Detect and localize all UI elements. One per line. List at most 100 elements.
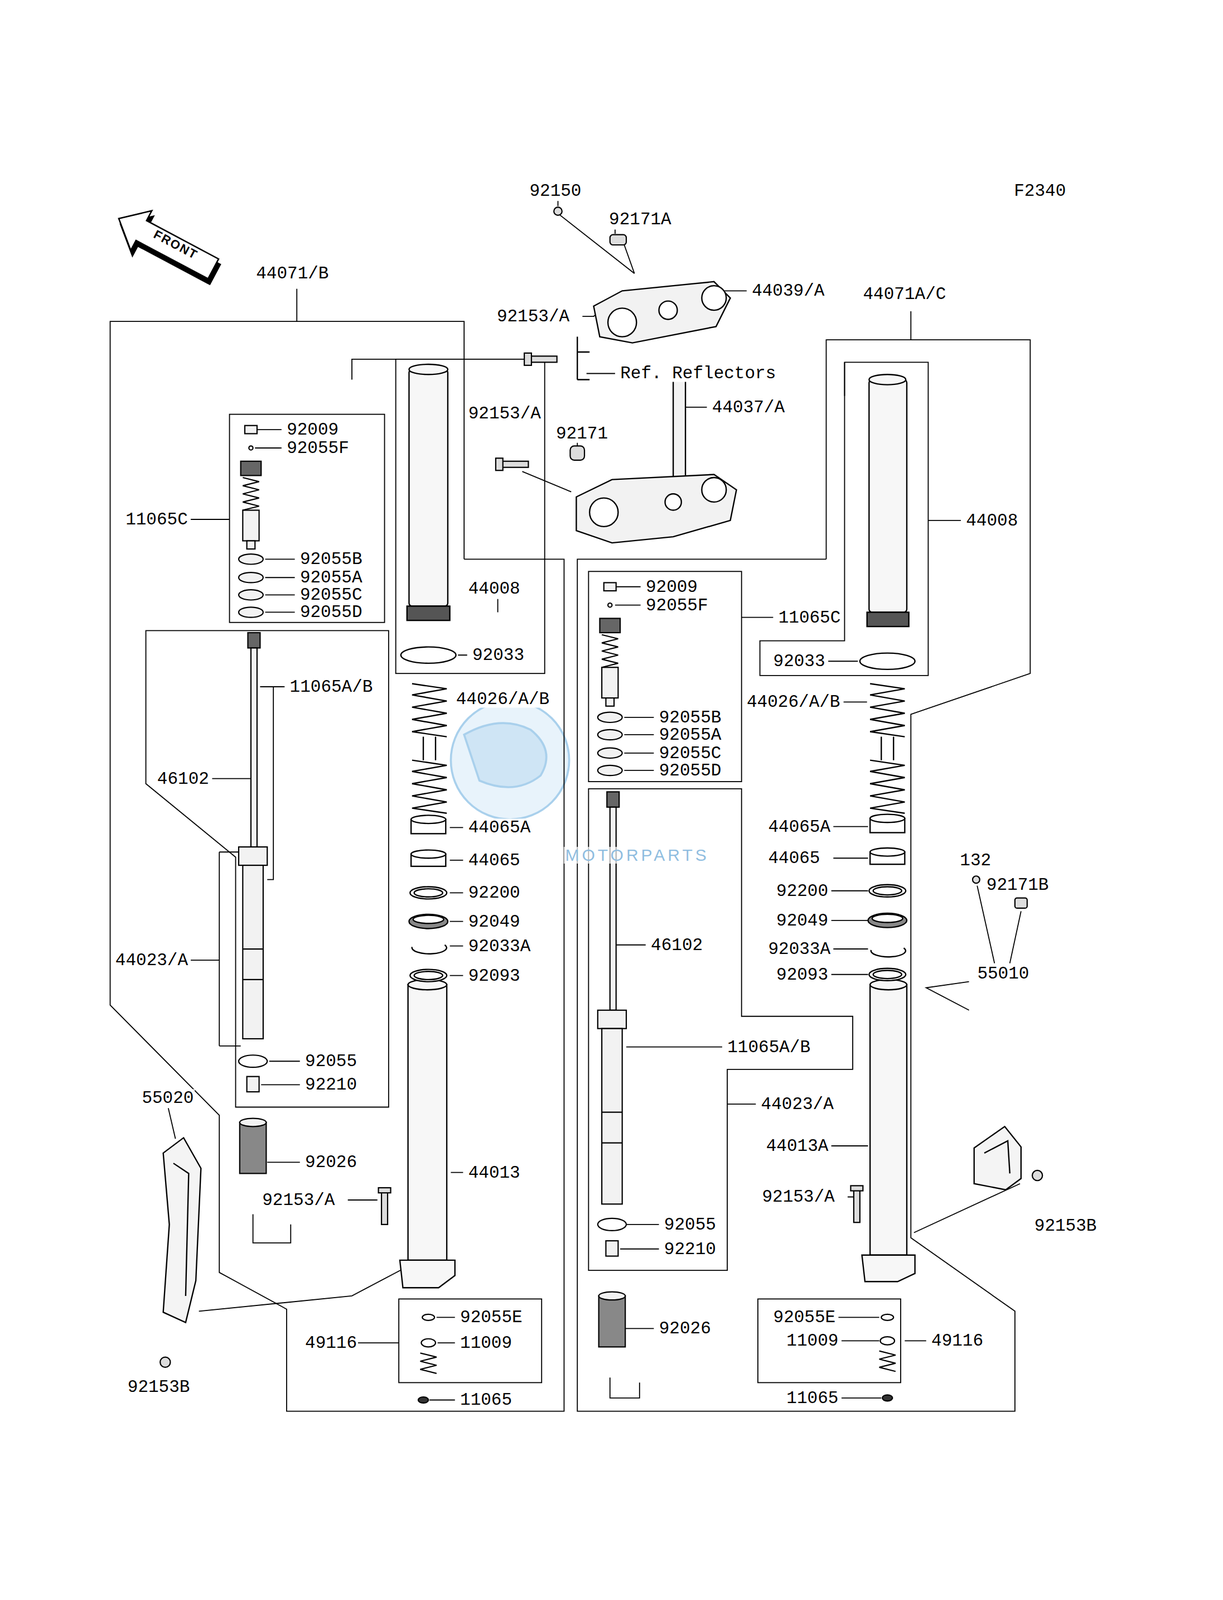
callout-number: 92153B xyxy=(126,1377,192,1395)
callout-number: 92093 xyxy=(467,966,522,984)
callout-number: 92153B xyxy=(1033,1216,1099,1234)
callout-number: 92055B xyxy=(298,550,364,568)
valve-parts xyxy=(422,1313,435,1321)
callout-number: 44065 xyxy=(766,849,821,867)
cartridge xyxy=(597,1217,627,1231)
cartridge xyxy=(239,1118,267,1127)
leader-line xyxy=(168,200,1022,1400)
fork-guard xyxy=(173,1162,189,1296)
seal-ring xyxy=(872,914,903,923)
valve-parts xyxy=(420,1352,437,1374)
cartridge xyxy=(247,540,256,549)
callout-number: 55020 xyxy=(140,1089,195,1107)
watermark-globe xyxy=(450,701,569,820)
group-outline xyxy=(588,571,742,782)
leader-line xyxy=(260,1060,301,1162)
callout-number: 92200 xyxy=(467,883,522,902)
group-outline xyxy=(296,288,298,322)
group-outline xyxy=(610,1376,640,1398)
front-arrow-text: FRONT xyxy=(150,227,201,263)
clip-bolt xyxy=(530,355,558,362)
callout-number: 92055B xyxy=(658,708,723,726)
cartridge xyxy=(247,1076,260,1092)
callout-number: 92009 xyxy=(285,421,340,439)
fork-tube xyxy=(408,984,448,1260)
callout-number: 11009 xyxy=(785,1331,840,1350)
clip-bolt xyxy=(553,206,563,216)
callout-number: 92026 xyxy=(658,1319,713,1337)
watermark-text: MOTORPARTS xyxy=(563,846,710,864)
fork-tube xyxy=(408,364,448,375)
callout-number: 92055E xyxy=(772,1308,838,1326)
cartridge xyxy=(601,1112,623,1143)
leader-line xyxy=(190,851,241,1046)
group-callout: 44071A/C xyxy=(862,284,948,303)
seal-ring xyxy=(409,886,447,899)
group-outline xyxy=(110,288,1031,1411)
seal-ring xyxy=(873,886,902,895)
leader-line xyxy=(624,717,654,771)
cartridge xyxy=(238,572,264,583)
triple-clamp xyxy=(577,336,590,380)
callout-number: 92033A xyxy=(766,939,832,957)
callout-number: 92055D xyxy=(298,603,364,621)
callout-number: 92055 xyxy=(303,1052,359,1070)
callout-number: 92033 xyxy=(471,646,526,664)
leader-line xyxy=(557,200,747,291)
callout-number: 92055C xyxy=(658,743,723,762)
cartridge xyxy=(597,747,623,758)
triple-clamp xyxy=(665,493,682,510)
callout-number: 92049 xyxy=(467,912,522,930)
callout-number: 92055D xyxy=(658,761,723,779)
callout-number: 44008 xyxy=(467,579,522,598)
group-outline xyxy=(398,1298,542,1382)
cartridge xyxy=(238,846,268,865)
cartridge xyxy=(606,791,620,807)
seal-ring xyxy=(869,814,905,823)
cartridge xyxy=(597,765,623,776)
seal-ring xyxy=(400,646,457,664)
fork-tube xyxy=(407,605,451,621)
clip-bolt xyxy=(381,1191,388,1225)
fork-guard xyxy=(163,1137,202,1322)
watermark-globe xyxy=(450,701,569,820)
leader-line xyxy=(190,429,282,520)
valve-parts xyxy=(881,1313,894,1321)
fork-tube xyxy=(399,364,916,1288)
callout-number: 11065 xyxy=(785,1388,840,1406)
clip-bolt xyxy=(160,206,1043,1367)
seal-ring xyxy=(859,653,916,670)
leader-line xyxy=(620,1224,660,1329)
group-outline xyxy=(110,321,565,1411)
cartridge xyxy=(601,634,618,668)
callout-number: 44023/A xyxy=(114,951,190,969)
group-outline xyxy=(229,414,385,623)
callout-number: 44039/A xyxy=(750,282,826,300)
fork-tube xyxy=(862,1254,916,1282)
group-outline xyxy=(253,1214,292,1243)
fork-tube xyxy=(867,611,910,627)
triple-clamp xyxy=(659,301,678,320)
callout-number: 92055 xyxy=(663,1215,718,1233)
cartridge xyxy=(238,1054,268,1067)
front-arrow xyxy=(106,198,228,294)
triple-clamp xyxy=(589,498,618,527)
fork-tube xyxy=(408,369,448,606)
cartridge xyxy=(601,666,618,698)
callout-number: 44037/A xyxy=(711,398,786,416)
callout-number: 92171 xyxy=(554,424,609,443)
cartridge xyxy=(242,510,259,541)
leader-line xyxy=(356,1316,456,1400)
group-callout: 44071/B xyxy=(254,264,330,283)
leader-line xyxy=(616,944,757,1104)
cartridge xyxy=(598,1291,626,1300)
cartridge xyxy=(607,602,612,607)
callout-number: 92150 xyxy=(528,182,583,200)
callout-number: 92171B xyxy=(985,875,1051,893)
fork-spring xyxy=(412,683,447,737)
clip-bolt xyxy=(524,353,532,366)
leader-line xyxy=(265,558,296,612)
callout-number: 92026 xyxy=(303,1153,359,1171)
cartridge xyxy=(238,606,264,617)
seal-ring xyxy=(414,888,443,897)
